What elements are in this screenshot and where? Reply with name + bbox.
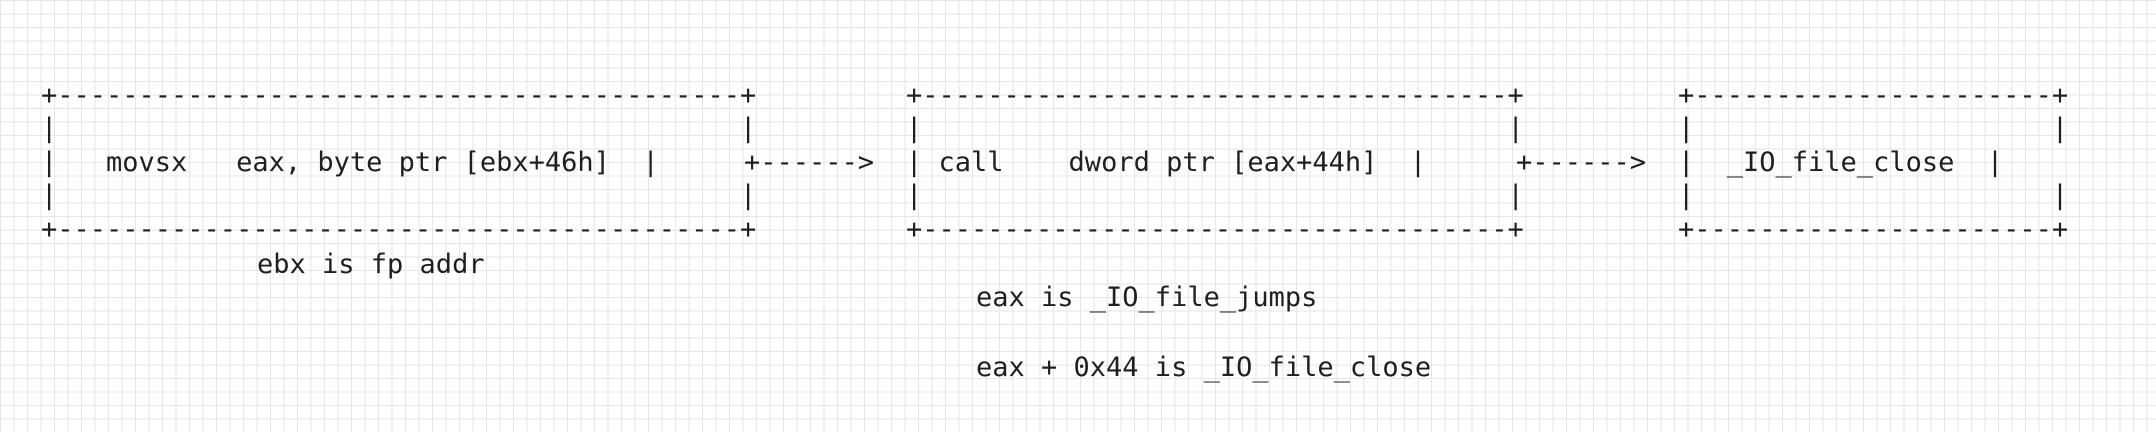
box2-annotation-2: eax + 0x44 is _IO_file_close: [976, 352, 1432, 383]
box2-bottom-border: +------------------------------------+: [906, 214, 1524, 245]
box2-top-border: +------------------------------------+: [906, 80, 1524, 111]
box3-bottom-border: +----------------------+: [1678, 214, 2069, 245]
box1-annotation: ebx is fp addr: [257, 249, 485, 280]
arrow-box2-to-box3: +------>: [1516, 147, 1647, 178]
box2-instruction: | call dword ptr [eax+44h] |: [906, 147, 1427, 178]
box1-blank-bottom: | |: [41, 180, 757, 211]
box3-top-border: +----------------------+: [1678, 80, 2069, 111]
box1-instruction: | movsx eax, byte ptr [ebx+46h] |: [41, 147, 659, 178]
box1-top-border: +---------------------------------------…: [41, 80, 757, 111]
box2-blank-bottom: | |: [906, 180, 1524, 211]
box2-annotation-1: eax is _IO_file_jumps: [976, 282, 1318, 313]
box1-blank-top: | |: [41, 113, 757, 144]
box3-blank-bottom: | |: [1678, 180, 2069, 211]
arrow-box1-to-box2: +------>: [744, 147, 875, 178]
box3-label: | _IO_file_close |: [1678, 147, 2004, 178]
box1-bottom-border: +---------------------------------------…: [41, 214, 757, 245]
box3-blank-top: | |: [1678, 113, 2069, 144]
box2-blank-top: | |: [906, 113, 1524, 144]
